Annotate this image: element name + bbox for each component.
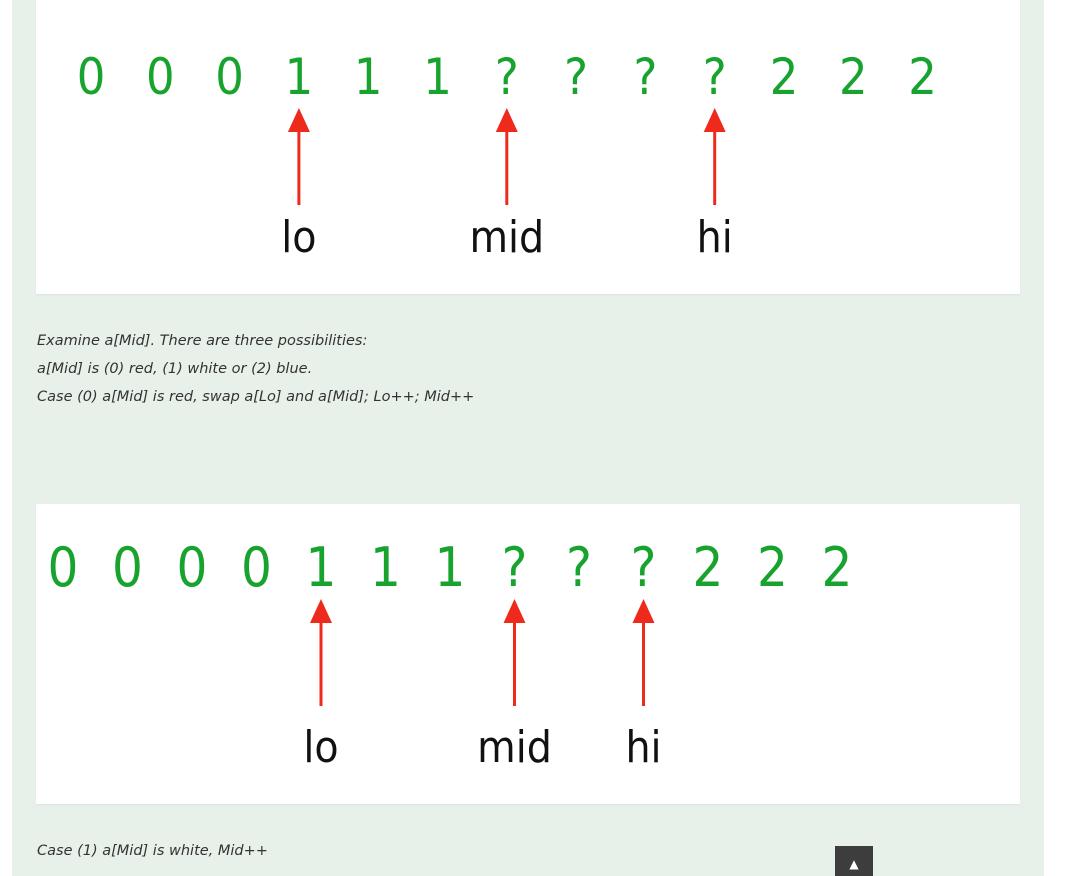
pointer-label: hi	[625, 722, 661, 773]
array-cell: ?	[633, 48, 657, 106]
arrow-up-icon: ▲	[849, 857, 859, 871]
array-cell: 1	[354, 48, 383, 106]
array-cell: 0	[112, 536, 143, 599]
pointer-label: hi	[697, 212, 733, 263]
array-cell: 1	[370, 536, 401, 599]
array-cell: ?	[566, 536, 592, 599]
array-cell: 2	[693, 536, 724, 599]
array-cell: 2	[822, 536, 853, 599]
pointer-hi: hi	[697, 108, 733, 263]
caption-line: a[Mid] is (0) red, (1) white or (2) blue…	[37, 361, 313, 377]
pointer-lo: lo	[303, 599, 339, 773]
arrow-up-icon	[503, 599, 526, 623]
array-cell: 2	[839, 48, 868, 106]
array-cell: 1	[423, 48, 452, 106]
arrow-up-icon	[632, 599, 655, 623]
arrow-up-icon	[495, 108, 518, 132]
pointer-label: lo	[303, 722, 338, 773]
array-cell: 0	[146, 48, 175, 106]
caption-line: Case (0) a[Mid] is red, swap a[Lo] and a…	[37, 389, 475, 405]
array-cell: ?	[502, 536, 528, 599]
arrow-up-icon	[287, 108, 310, 132]
caption-case-white: Case (1) a[Mid] is white, Mid++	[37, 837, 268, 865]
caption-line: Examine a[Mid]. There are three possibil…	[37, 333, 368, 349]
pointer-label: lo	[281, 212, 316, 263]
array-cell: ?	[631, 536, 657, 599]
array-cell: 0	[177, 536, 208, 599]
array-cell: 1	[285, 48, 314, 106]
array-cell: ?	[703, 48, 727, 106]
array-cell: 0	[77, 48, 106, 106]
caption-line: Case (1) a[Mid] is white, Mid++	[37, 843, 268, 859]
array-cell: 2	[908, 48, 937, 106]
array-cell: 1	[435, 536, 466, 599]
pointer-lo: lo	[281, 108, 317, 263]
array-cell: 0	[215, 48, 244, 106]
array-cell: 2	[757, 536, 788, 599]
arrow-up-icon	[703, 108, 726, 132]
pointer-mid: mid	[469, 108, 544, 263]
array-cell: 0	[241, 536, 272, 599]
pointer-label: mid	[477, 722, 552, 773]
pointer-mid: mid	[477, 599, 552, 773]
array-cell: 0	[48, 536, 79, 599]
arrow-up-icon	[310, 599, 332, 623]
array-cell: 1	[306, 536, 337, 599]
pointer-hi: hi	[625, 599, 662, 773]
array-cell: ?	[495, 48, 519, 106]
array-cell: ?	[564, 48, 588, 106]
pointer-label: mid	[469, 212, 544, 263]
array-cell: 2	[770, 48, 799, 106]
caption-examine: Examine a[Mid]. There are three possibil…	[37, 327, 474, 411]
scroll-to-top-button[interactable]: ▲	[835, 846, 873, 876]
